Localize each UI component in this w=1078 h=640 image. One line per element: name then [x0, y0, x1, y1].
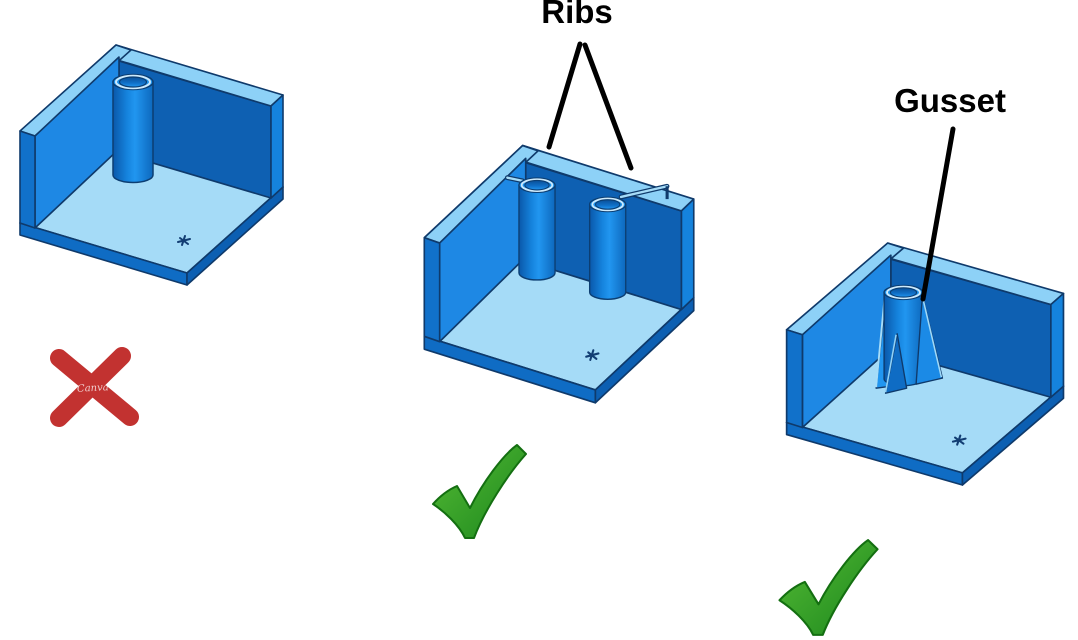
- gusset-front: [884, 333, 908, 394]
- cross-icon: Canva: [50, 347, 139, 427]
- gusset-label: Gusset: [894, 82, 1006, 119]
- check-icon: [778, 539, 879, 636]
- rib-left: [504, 175, 525, 184]
- bracket-with-gusset: [785, 242, 1065, 487]
- boss-cylinder: [588, 196, 627, 301]
- ribs-label: Ribs: [541, 0, 613, 30]
- boss-cylinder: [518, 177, 556, 281]
- rib-right: [618, 183, 670, 200]
- check-icon: [432, 444, 527, 539]
- gusset-right: [915, 294, 944, 385]
- bracket-with-ribs: [423, 144, 695, 404]
- canva-watermark: Canva: [77, 382, 109, 395]
- boss-cylinder: [112, 73, 154, 184]
- bracket-unsupported-boss: [19, 44, 284, 286]
